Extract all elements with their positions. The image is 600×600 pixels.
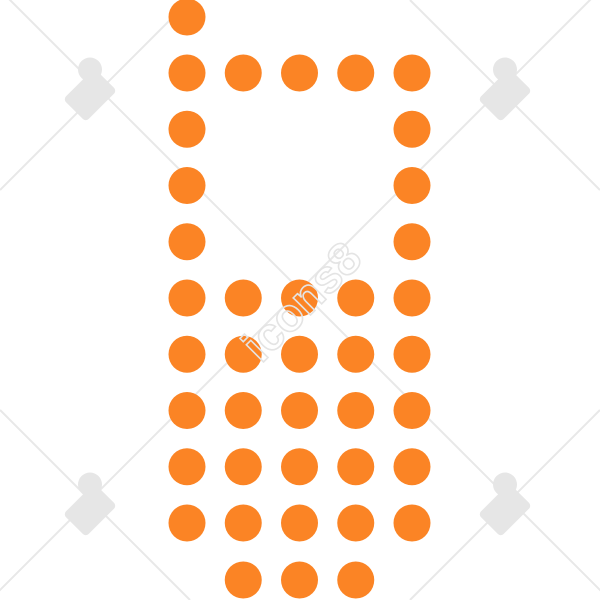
watermark-text: icons8 [232,232,372,372]
phone-dot [337,392,375,429]
phone-dot [337,448,375,486]
watermark-logo-bottom-left [64,472,116,536]
phone-dot [393,448,431,486]
phone-dot [168,448,206,486]
phone-dot [281,54,318,92]
phone-dot [168,279,206,317]
phone-dot [281,448,318,486]
phone-dot [393,110,431,148]
phone-dot [393,504,431,542]
phone-dot [168,54,206,92]
watermark-logo-top-right [479,57,531,121]
phone-dot [168,110,206,148]
phone-dot [337,335,375,373]
phone-dot [281,561,318,599]
phone-dot [281,335,318,373]
phone-dot [224,279,262,317]
phone-dot [393,223,431,261]
phone-dot [337,54,375,92]
phone-dot [281,279,318,317]
phone-dot [393,54,431,92]
phone-dot [224,448,262,486]
phone-dot [224,335,262,373]
phone-dot [224,561,262,599]
phone-dot [168,335,206,373]
phone-dot [281,392,318,429]
phone-dot [337,279,375,317]
phone-dot [393,279,431,317]
phone-dot [281,504,318,542]
phone-dot [393,392,431,429]
phone-dot [168,0,206,36]
phone-dot [168,167,206,204]
phone-dot [393,167,431,204]
phone-dot [337,504,375,542]
phone-dot [168,392,206,429]
phone-dot [224,392,262,429]
phone-dot [224,54,262,92]
phone-dot [168,223,206,261]
watermark-logo-top-left [64,57,116,121]
phone-dot [393,335,431,373]
phone-dot [168,504,206,542]
watermark-logo-bottom-right [479,472,531,536]
phone-dot [337,561,375,599]
phone-dot [224,504,262,542]
